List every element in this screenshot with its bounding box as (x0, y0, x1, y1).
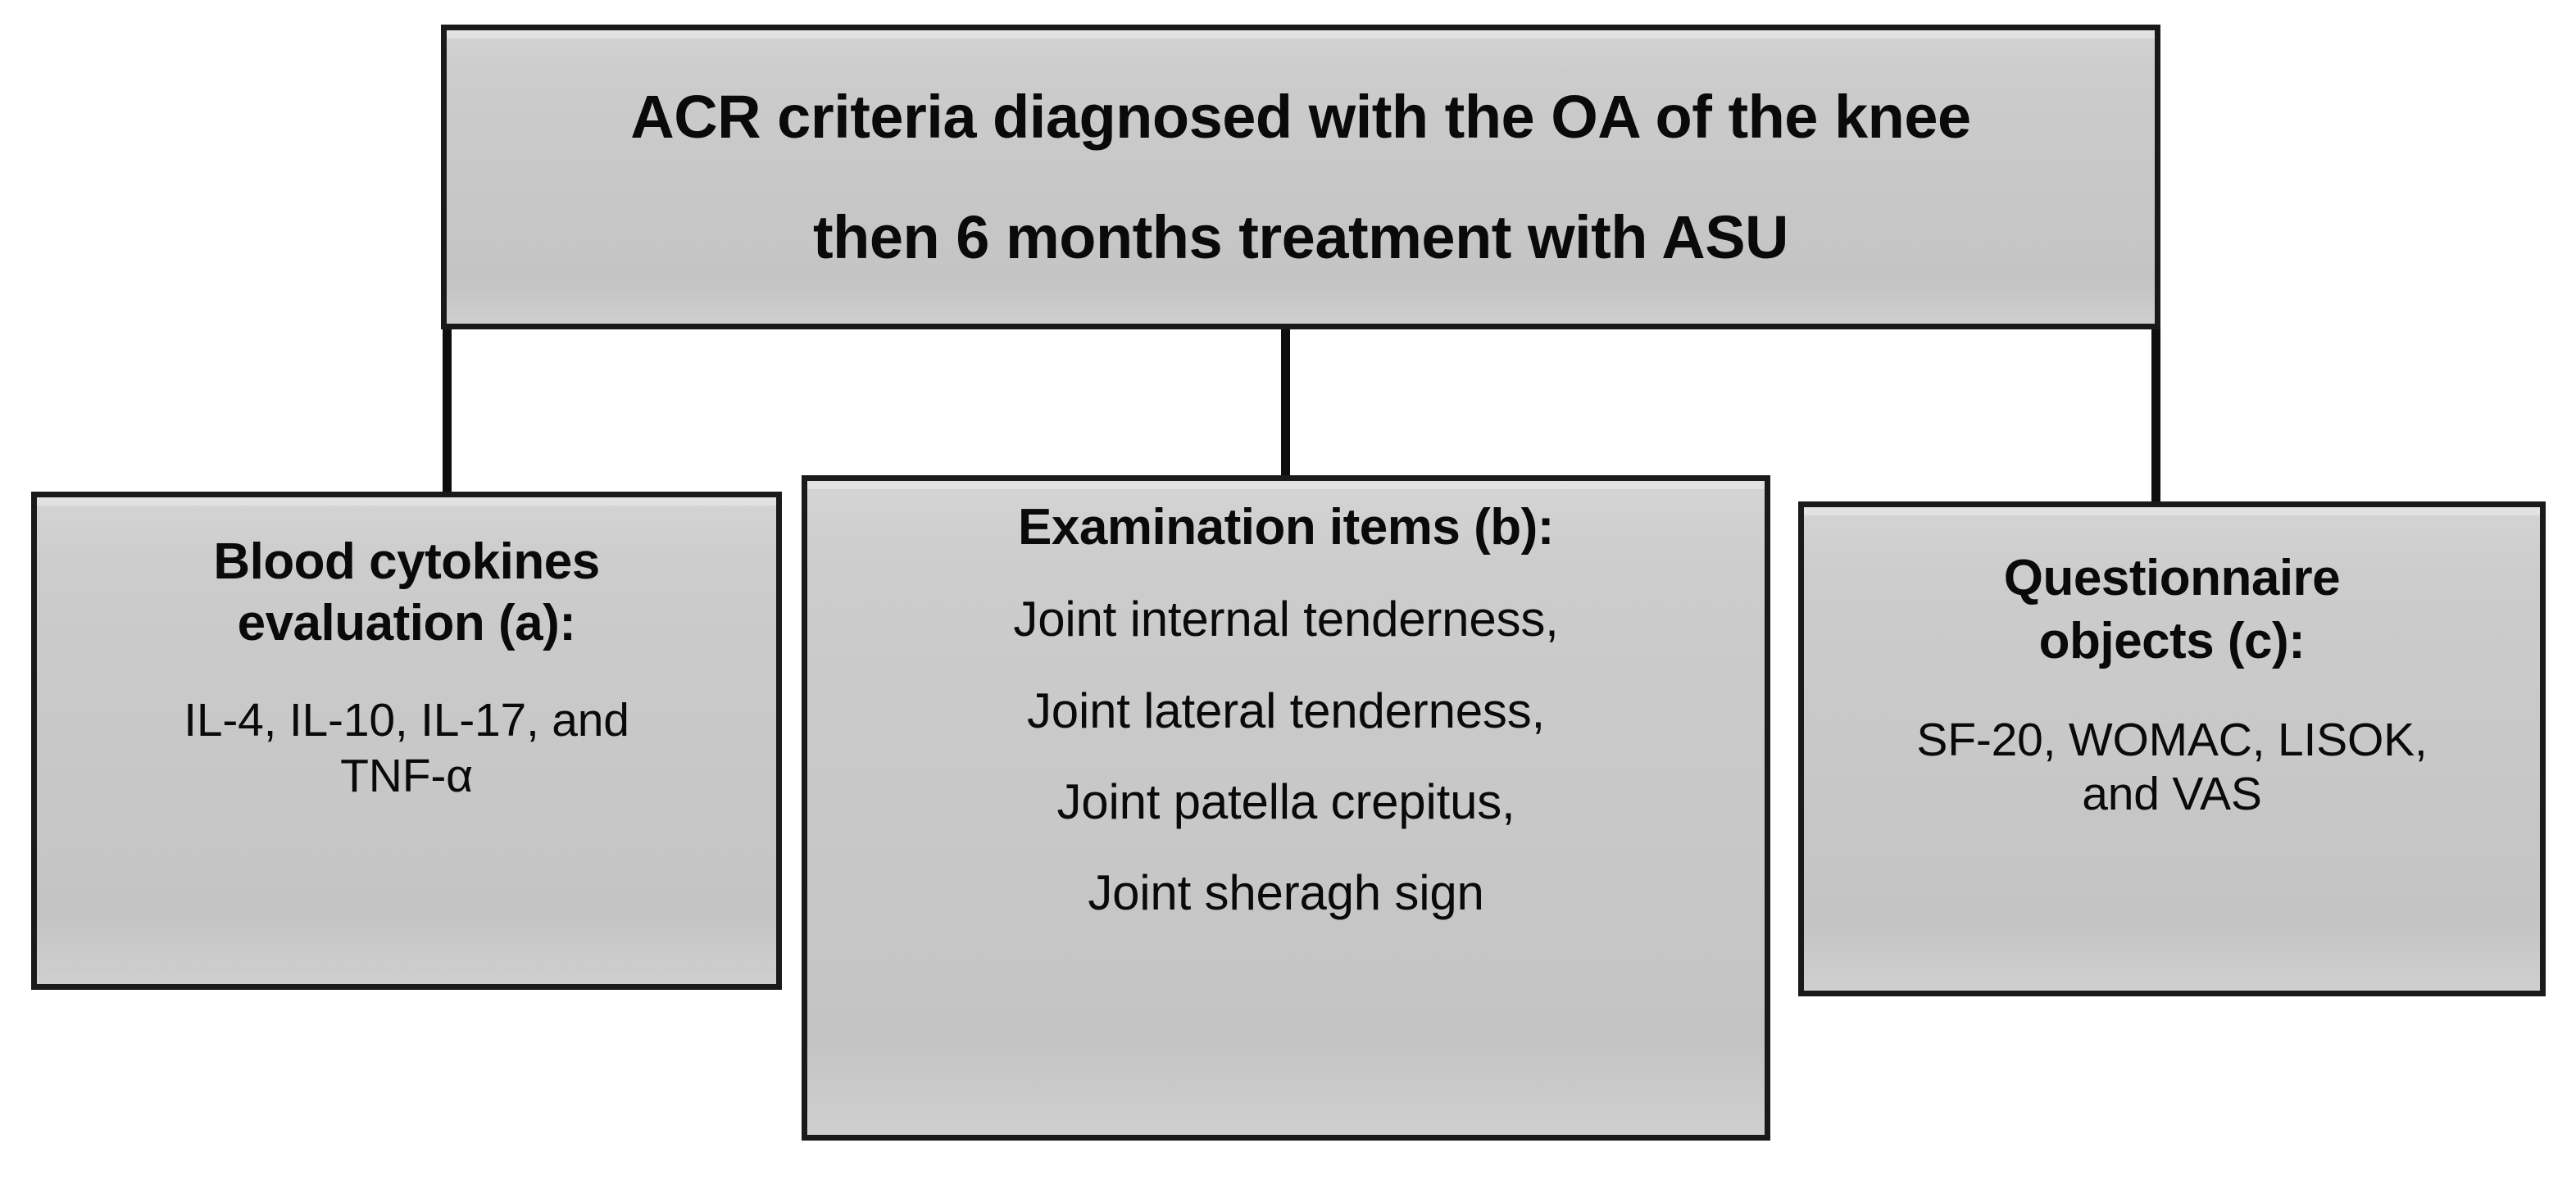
branch-a-heading-line-2: evaluation (a): (237, 595, 576, 652)
box-highlight (807, 481, 1765, 489)
branch-box-questionnaire-objects: Questionnaire objects (c): SF-20, WOMAC,… (1798, 501, 2546, 996)
branch-b-item-1: Joint internal tenderness, (1013, 592, 1559, 647)
branch-c-heading-line-1: Questionnaire (2003, 550, 2341, 606)
connector-root-to-a (443, 324, 452, 500)
branch-a-item-1: IL-4, IL-10, IL-17, and (184, 693, 629, 746)
box-highlight (37, 497, 776, 506)
root-title-line-2: then 6 months treatment with ASU (812, 203, 1789, 271)
branch-b-item-2: Joint lateral tenderness, (1026, 683, 1546, 738)
root-title-line-1: ACR criteria diagnosed with the OA of th… (630, 82, 1971, 151)
branch-b-item-4: Joint sheragh sign (1088, 865, 1484, 920)
branch-box-blood-cytokines: Blood cytokines evaluation (a): IL-4, IL… (31, 492, 782, 990)
branch-c-heading-line-2: objects (c): (2038, 613, 2306, 670)
branch-c-item-1: SF-20, WOMAC, LISOK, (1916, 713, 2428, 766)
box-highlight (447, 30, 2155, 39)
connector-root-to-b (1281, 324, 1290, 482)
branch-a-heading-line-1: Blood cytokines (213, 533, 600, 590)
root-box-acr-criteria: ACR criteria diagnosed with the OA of th… (441, 25, 2160, 329)
branch-a-item-2: TNF-α (340, 749, 473, 802)
branch-box-examination-items: Examination items (b): Joint internal te… (802, 475, 1770, 1141)
box-highlight (1804, 507, 2540, 515)
branch-b-item-3: Joint patella crepitus, (1056, 773, 1515, 829)
connector-root-to-c (2151, 324, 2160, 508)
branch-c-item-2: and VAS (2082, 767, 2262, 820)
branch-b-heading-line-1: Examination items (b): (1018, 499, 1554, 556)
